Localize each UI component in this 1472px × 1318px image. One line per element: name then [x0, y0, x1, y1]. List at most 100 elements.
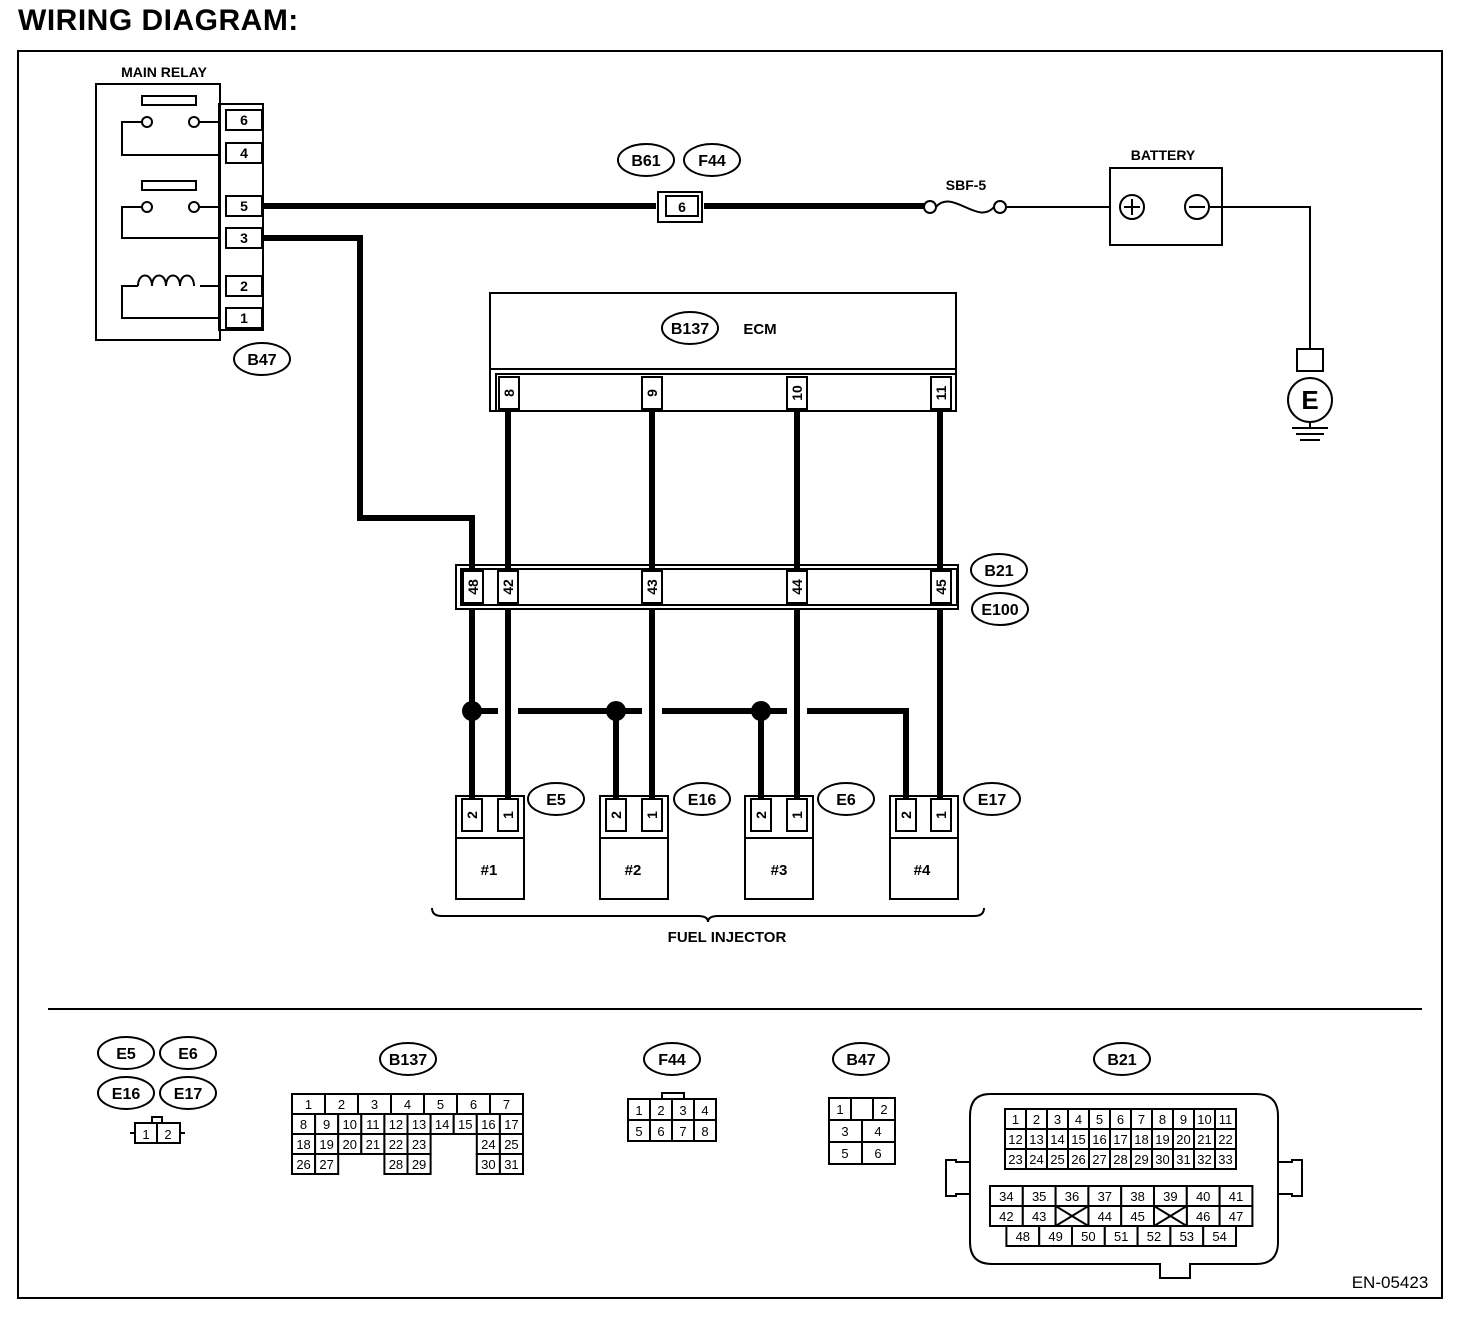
ecm-label: ECM [743, 321, 776, 338]
connector-cavity [1202, 1225, 1237, 1247]
connector-view-pin: 42 [999, 1209, 1013, 1224]
connector-view-pin: 45 [1130, 1209, 1144, 1224]
ecm-pin-label: 8 [501, 389, 517, 397]
connector-view-pin: 50 [1081, 1229, 1095, 1244]
connector-view-pin: 1 [836, 1102, 843, 1117]
relay-switch-1 [121, 95, 219, 156]
connector-view-pin: 18 [296, 1137, 310, 1152]
connector-view-pin: 14 [1050, 1132, 1064, 1147]
junction-pin-label: 42 [500, 579, 516, 595]
injector-3: 2 1 #3 E6 [744, 782, 875, 900]
connector-view-pin: 44 [1098, 1209, 1112, 1224]
connector-view-pin: 3 [371, 1097, 378, 1112]
connector-view-pin: 2 [164, 1127, 171, 1142]
relay-pin-label: 3 [240, 230, 248, 246]
connector-view-pin: 14 [435, 1117, 449, 1132]
connector-tag-e5 [527, 782, 585, 816]
connector-view-pin: 13 [412, 1117, 426, 1132]
connector-view-label: F44 [658, 1052, 686, 1069]
connector-view-pin: 5 [1096, 1112, 1103, 1127]
main-relay-label: MAIN RELAY [121, 64, 207, 80]
fuse-sbf-5: SBF-5 [923, 177, 1110, 214]
relay-pin-label: 2 [240, 278, 248, 294]
power-line: 6 B61 F44 SBF-5 BATTERY E [263, 143, 1333, 441]
connector-view-pin: 35 [1032, 1189, 1046, 1204]
connector-view-pin: 23 [412, 1137, 426, 1152]
connector-view-pin: 17 [504, 1117, 518, 1132]
diagram-frame [17, 50, 1443, 1299]
connector-view-f44: F44 1 2 3 4 5 6 7 8 [627, 1042, 717, 1142]
connector-view-pin: 6 [470, 1097, 477, 1112]
injector-pin-label: 2 [753, 811, 769, 819]
figure-id: EN-05423 [1352, 1273, 1429, 1292]
connector-view-pin: 20 [343, 1137, 357, 1152]
connector-view-pin: 1 [305, 1097, 312, 1112]
connector-view-pin: 19 [319, 1137, 333, 1152]
connector-view-pin: 40 [1196, 1189, 1210, 1204]
injector-group-brace [431, 907, 985, 923]
connector-view-pin: 15 [1071, 1132, 1085, 1147]
relay-pin-label: 6 [240, 112, 248, 128]
connector-view-pin: 16 [481, 1117, 495, 1132]
connector-tag-e6 [817, 782, 875, 816]
connector-view-pin: 32 [1197, 1152, 1211, 1167]
connector-view-pin: 31 [504, 1157, 518, 1172]
connector-view-pin: 2 [657, 1103, 664, 1118]
connector-view-label: E6 [178, 1046, 198, 1063]
ground-symbol: E [1287, 348, 1333, 441]
connector-view-label: E16 [112, 1086, 141, 1103]
connector-view-pin: 6 [657, 1124, 664, 1139]
connector-view-pin: 2 [1033, 1112, 1040, 1127]
connector-view-pin: 6 [1117, 1112, 1124, 1127]
connector-view-pin: 25 [504, 1137, 518, 1152]
connector-view-pin: 19 [1155, 1132, 1169, 1147]
connector-view-pin: 9 [323, 1117, 330, 1132]
connector-view-pin: 46 [1196, 1209, 1210, 1224]
connector-view-pin: 22 [389, 1137, 403, 1152]
connector-view-pin: 2 [880, 1102, 887, 1117]
connector-view-pin: 30 [1155, 1152, 1169, 1167]
connector-view-pin: 10 [343, 1117, 357, 1132]
connector-view-pin: 26 [1071, 1152, 1085, 1167]
connector-view-pin: 22 [1218, 1132, 1232, 1147]
inline-connector-pin: 6 [678, 199, 686, 215]
junction-pin-label: 48 [465, 579, 481, 595]
ecm-pin-label: 10 [789, 385, 805, 401]
connector-view-pin: 18 [1134, 1132, 1148, 1147]
connector-view-pin: 21 [1197, 1132, 1211, 1147]
injector-pin-label: 2 [464, 811, 480, 819]
connector-view-pin: 1 [635, 1103, 642, 1118]
wires [263, 235, 943, 568]
junction-pin-label: 43 [644, 579, 660, 595]
injector-name: #4 [914, 862, 931, 879]
battery: BATTERY [1109, 147, 1223, 246]
injector-pin-label: 2 [898, 811, 914, 819]
injector-pin-label: 1 [789, 811, 805, 819]
connector-view-pin: 11 [1219, 1112, 1233, 1127]
connector-view-pin: 7 [679, 1124, 686, 1139]
connector-view-pin: 27 [319, 1157, 333, 1172]
injector-4: 2 1 #4 E17 [889, 782, 1021, 900]
connector-view-pin: 29 [412, 1157, 426, 1172]
relay-pin-label: 5 [240, 198, 248, 214]
connector-tag-b21 [970, 553, 1028, 587]
ground-label: E [1301, 385, 1318, 415]
connector-view-pin: 41 [1229, 1189, 1243, 1204]
ecm-pin-label: 9 [644, 389, 660, 397]
connector-tag-f44 [683, 143, 741, 177]
connector-view-pin: 24 [1029, 1152, 1043, 1167]
connector-view-label: B21 [1107, 1052, 1136, 1069]
injector-1: 2 1 #1 E5 [455, 782, 585, 900]
connector-view-pin: 4 [874, 1124, 881, 1139]
connector-view-pin: 8 [300, 1117, 307, 1132]
connector-view-pin: 3 [1054, 1112, 1061, 1127]
junction-pin-label: 44 [789, 579, 805, 595]
connector-view-pin: 26 [296, 1157, 310, 1172]
connector-tag-label: B137 [671, 321, 709, 338]
relay-pin-strip: 6 4 5 3 2 1 [218, 103, 264, 331]
connector-view-pin: 7 [503, 1097, 510, 1112]
connector-cavity [314, 1153, 340, 1175]
ecm-pin-label: 11 [933, 385, 949, 400]
connector-view-pin: 17 [1113, 1132, 1127, 1147]
